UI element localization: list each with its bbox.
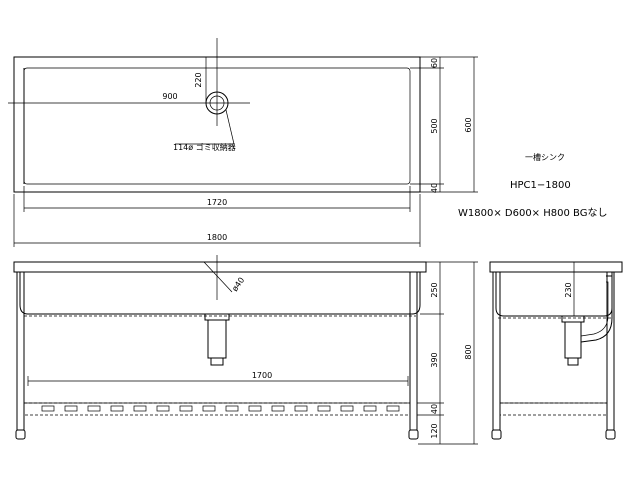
leg-right-front bbox=[409, 271, 418, 431]
shelf-notch bbox=[87, 405, 101, 412]
drain-pipe-front bbox=[207, 319, 227, 359]
drain-leader bbox=[225, 109, 235, 145]
shelf-notch bbox=[248, 405, 262, 412]
drain-note: 114ø ゴミ収納器 bbox=[173, 142, 236, 152]
foot-right-side bbox=[605, 429, 616, 440]
shelf-notch bbox=[363, 405, 377, 412]
dim-overall-depth: 600 bbox=[464, 117, 473, 132]
dim-mid-height: 390 bbox=[430, 352, 439, 367]
product-category: 一槽シンク bbox=[525, 152, 565, 162]
product-info: 一槽シンク HPC1−1800 W1800× D600× H800 BGなし bbox=[458, 152, 607, 219]
shelf-notch bbox=[271, 405, 285, 412]
dim-drain-diameter: ø40 bbox=[230, 276, 246, 294]
product-model: HPC1−1800 bbox=[510, 180, 571, 191]
foot-left-side bbox=[491, 429, 502, 440]
product-spec: W1800× D600× H800 BGなし bbox=[458, 207, 607, 219]
bottom-shelf-front bbox=[23, 402, 411, 416]
dim-basin-depth: 500 bbox=[430, 118, 439, 133]
shelf-notch bbox=[64, 405, 78, 412]
dim-drain-offset-x: 900 bbox=[162, 92, 177, 101]
overflow-pipe-outer bbox=[580, 275, 613, 343]
bottom-shelf-side bbox=[499, 402, 608, 416]
shelf-notch bbox=[133, 405, 147, 412]
foot-right-front bbox=[408, 429, 419, 440]
top-view: 220 900 114ø ゴミ収納器 1720 1800 60 500 40 6… bbox=[8, 38, 478, 247]
shelf-notch bbox=[156, 405, 170, 412]
dim-shelf-thickness: 40 bbox=[430, 404, 439, 414]
dim-overall-height: 800 bbox=[464, 344, 473, 359]
dim-drain-offset-y: 220 bbox=[194, 72, 203, 87]
drain-flange-front bbox=[204, 313, 230, 321]
overflow-pipe-inner bbox=[580, 281, 609, 337]
dim-shelf-span: 1700 bbox=[252, 371, 272, 380]
dim-inner-width: 1720 bbox=[207, 198, 227, 207]
shelf-notch bbox=[41, 405, 55, 412]
dim-shelf-height: 120 bbox=[430, 423, 439, 438]
shelf-notch bbox=[225, 405, 239, 412]
foot-left-front bbox=[15, 429, 26, 440]
shelf-notch bbox=[386, 405, 400, 412]
top-rim-front bbox=[13, 261, 427, 273]
shelf-notch bbox=[179, 405, 193, 412]
dim-overall-width: 1800 bbox=[207, 233, 227, 242]
shelf-notch bbox=[202, 405, 216, 412]
top-rim-side bbox=[489, 261, 623, 273]
dim-back-rim: 60 bbox=[430, 58, 439, 68]
shelf-notch bbox=[294, 405, 308, 412]
drain-cap-front bbox=[210, 357, 224, 366]
drain-pipe-side bbox=[564, 321, 582, 359]
drain-cap-side bbox=[567, 357, 579, 366]
drain-flange-side bbox=[561, 315, 585, 323]
shelf-notch bbox=[317, 405, 331, 412]
front-view: ø40 1700 250 390 40 120 800 bbox=[13, 255, 478, 445]
basin-front bbox=[19, 272, 421, 315]
side-view: 230 bbox=[489, 261, 623, 440]
dim-basin-depth-side: 230 bbox=[564, 282, 573, 297]
dim-basin-height: 250 bbox=[430, 282, 439, 297]
basin-side bbox=[495, 272, 613, 317]
shelf-notch bbox=[340, 405, 354, 412]
dim-front-rim: 40 bbox=[430, 183, 439, 193]
shelf-notches bbox=[41, 405, 400, 412]
shelf-notch bbox=[110, 405, 124, 412]
